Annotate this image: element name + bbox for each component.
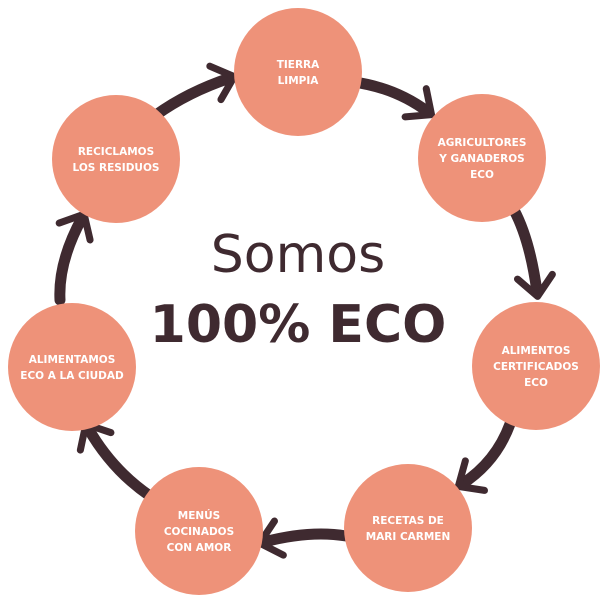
step-circle	[8, 303, 136, 431]
cycle-arrow	[150, 62, 238, 121]
step-label-line: ECO A LA CIUDAD	[20, 370, 124, 382]
cycle-arrows	[54, 62, 556, 559]
center-title: Somos 100% ECO	[150, 225, 447, 355]
step-circle	[344, 464, 472, 592]
step-label-line: CERTIFICADOS	[493, 361, 579, 373]
step-reciclamos: RECICLAMOS LOS RESIDUOS	[52, 95, 180, 223]
step-menus: MENÚS COCINADOS CON AMOR	[135, 467, 263, 595]
step-alimentamos: ALIMENTAMOS ECO A LA CIUDAD	[8, 303, 136, 431]
step-label-line: TIERRA	[277, 59, 320, 71]
step-circle	[234, 8, 362, 136]
center-title-line1: Somos	[211, 225, 385, 285]
step-label-line: LIMPIA	[278, 75, 320, 87]
step-circle	[418, 94, 546, 222]
cycle-arrow	[508, 204, 556, 300]
step-label-line: ECO	[470, 169, 494, 181]
step-label-line: LOS RESIDUOS	[73, 162, 160, 174]
step-recetas: RECETAS DE MARI CARMEN	[344, 464, 472, 592]
step-label-line: ECO	[524, 377, 548, 389]
step-agricultores: AGRICULTORES Y GANADEROS ECO	[418, 94, 546, 222]
step-tierra-limpia: TIERRA LIMPIA	[234, 8, 362, 136]
cycle-arrow	[76, 420, 156, 502]
step-label-line: AGRICULTORES	[438, 137, 527, 149]
step-label-line: RECETAS DE	[372, 515, 444, 527]
step-label-line: MARI CARMEN	[366, 531, 451, 543]
cycle-arrow	[454, 418, 516, 494]
step-label-line: MENÚS	[178, 509, 221, 522]
step-circle	[135, 467, 263, 595]
step-circle	[472, 302, 600, 430]
cycle-arrow	[256, 517, 352, 559]
step-label-line: RECICLAMOS	[78, 146, 154, 158]
step-label-line: ALIMENTAMOS	[29, 354, 116, 366]
step-label-line: CON AMOR	[167, 542, 232, 554]
cycle-arrow	[54, 210, 94, 306]
step-label-line: Y GANADEROS	[438, 153, 524, 165]
cycle-arrow	[348, 76, 436, 121]
step-label-line: ALIMENTOS	[502, 345, 571, 357]
step-alimentos: ALIMENTOS CERTIFICADOS ECO	[472, 302, 600, 430]
center-title-line2: 100% ECO	[150, 295, 447, 355]
step-label-line: COCINADOS	[164, 526, 234, 538]
step-circle	[52, 95, 180, 223]
